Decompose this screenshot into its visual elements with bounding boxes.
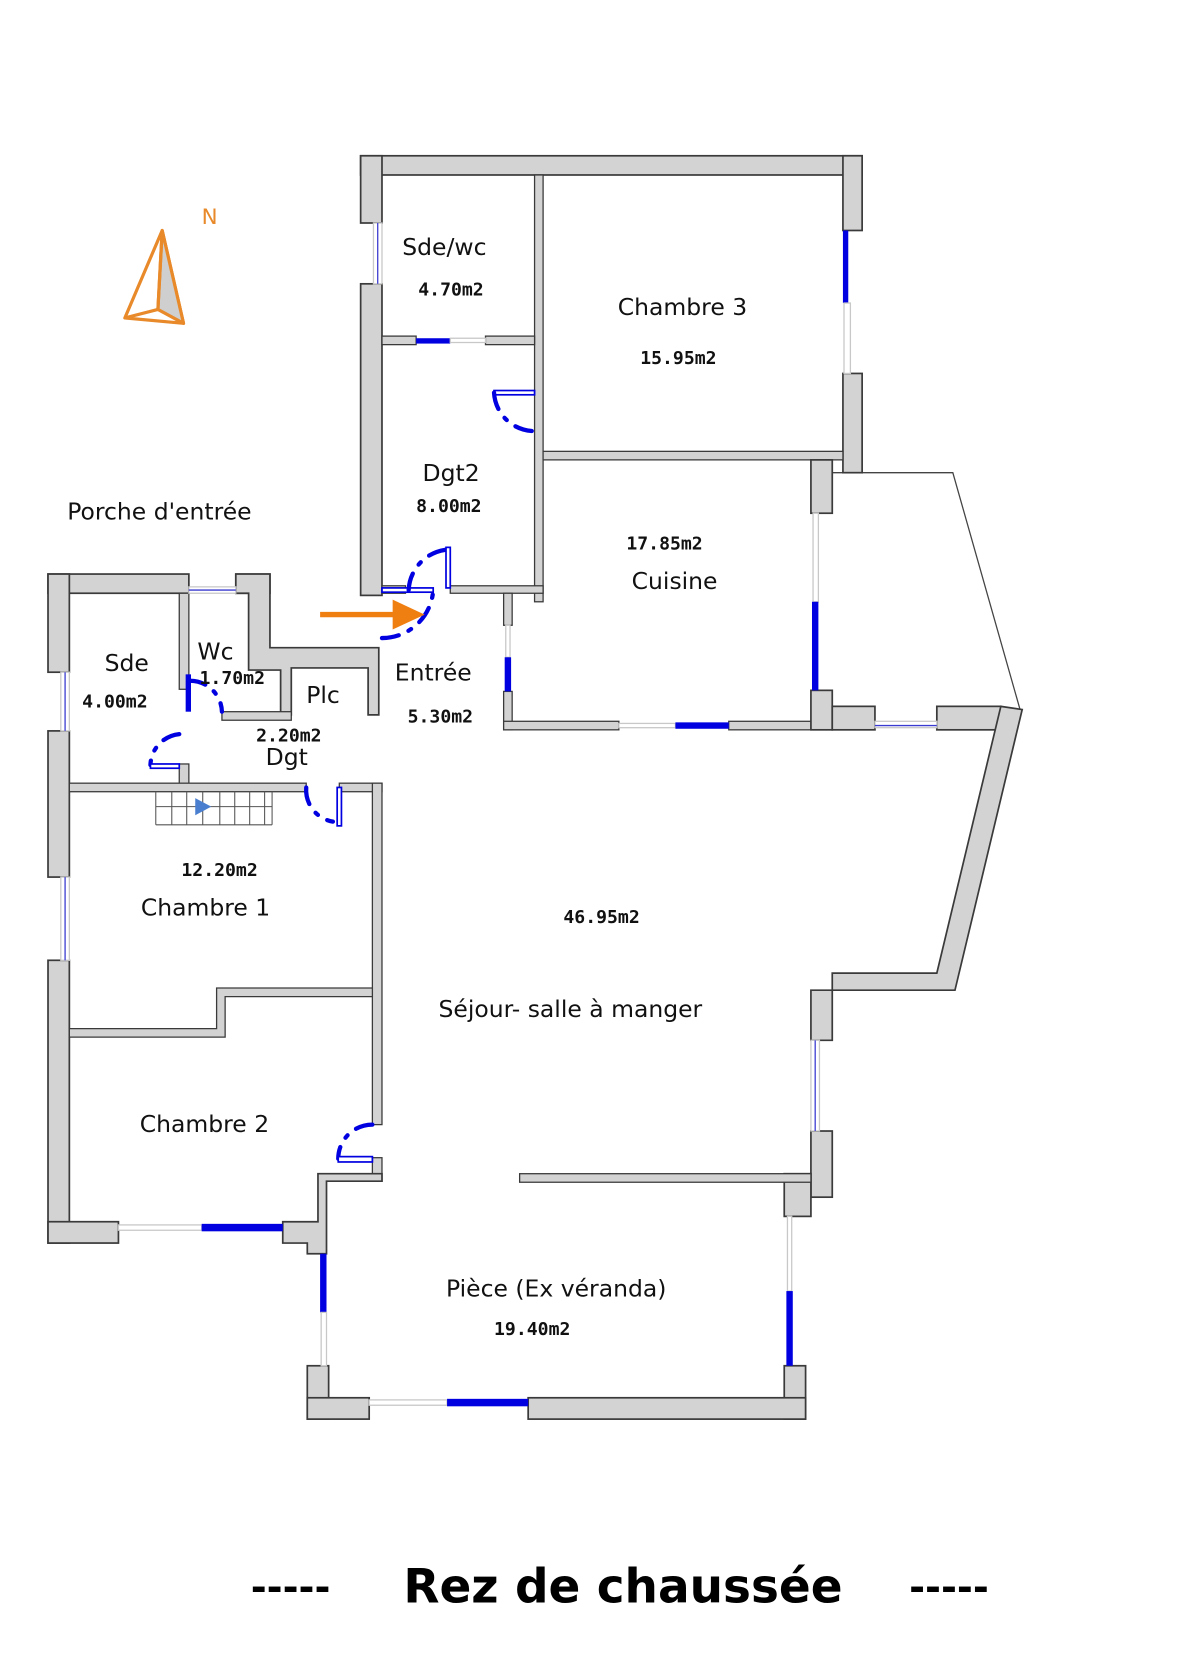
room-name: Entrée — [395, 659, 472, 687]
room-name: Wc — [197, 637, 233, 665]
entrance-arrow-icon — [320, 599, 425, 630]
stairs-direction-icon — [195, 798, 212, 816]
room-area: 1.70m2 — [200, 668, 265, 689]
room-name: Chambre 3 — [618, 293, 747, 321]
room-dgt: Dgt 2.20m2 — [256, 726, 321, 771]
room-name: Pièce (Ex véranda) — [446, 1274, 666, 1302]
room-name: Chambre 2 — [140, 1110, 269, 1138]
room-piece: Pièce (Ex véranda) 19.40m2 — [446, 1274, 666, 1339]
title-dashes-right: ----- — [909, 1566, 989, 1611]
room-area: 4.00m2 — [82, 691, 147, 712]
room-dgt2: Dgt2 8.00m2 — [416, 459, 481, 517]
north-arrow-icon — [123, 228, 186, 325]
room-name: Séjour- salle à manger — [439, 995, 703, 1023]
room-cuisine: Cuisine 17.85m2 — [626, 534, 717, 595]
room-wc: Wc 1.70m2 — [197, 637, 265, 689]
room-name: Sde — [105, 649, 149, 677]
room-area: 8.00m2 — [416, 496, 481, 517]
room-sde-wc: Sde/wc 4.70m2 — [402, 233, 486, 301]
room-sejour: Séjour- salle à manger 46.95m2 — [439, 907, 703, 1023]
room-chambre-2: Chambre 2 — [140, 1110, 269, 1138]
room-area: 4.70m2 — [418, 280, 483, 301]
north-label: N — [202, 205, 218, 230]
room-entree: Entrée 5.30m2 — [395, 659, 473, 728]
stairs — [155, 791, 273, 826]
walls-north-block — [359, 154, 1002, 731]
floor-title: Rez de chaussée — [403, 1560, 842, 1615]
room-name: Dgt2 — [423, 459, 480, 487]
room-name: Dgt — [266, 743, 308, 771]
wall-east-angled — [810, 705, 1024, 1042]
room-area: 17.85m2 — [626, 534, 702, 555]
room-area: 5.30m2 — [408, 706, 473, 727]
porch-label: Porche d'entrée — [67, 498, 251, 526]
title-dashes-left: ----- — [251, 1566, 331, 1611]
room-area: 46.95m2 — [563, 907, 639, 928]
room-name: Cuisine — [632, 567, 718, 595]
room-name: Chambre 1 — [141, 893, 270, 921]
room-area: 15.95m2 — [640, 348, 716, 369]
walls-east-lower — [306, 1130, 834, 1420]
room-name: Sde/wc — [402, 233, 486, 261]
walls-west-block — [47, 573, 383, 1255]
windows — [60, 222, 938, 1407]
room-area: 2.20m2 — [256, 726, 321, 747]
room-area: 19.40m2 — [494, 1319, 570, 1340]
room-chambre-1: Chambre 1 12.20m2 — [141, 860, 270, 921]
terrace-outline — [832, 472, 1021, 711]
doors — [148, 389, 537, 1163]
room-chambre-3: Chambre 3 15.95m2 — [618, 293, 747, 369]
room-name: Plc — [306, 681, 340, 709]
room-area: 12.20m2 — [181, 860, 257, 881]
room-sde: Sde 4.00m2 — [82, 649, 149, 712]
room-plc: Plc — [306, 681, 340, 709]
